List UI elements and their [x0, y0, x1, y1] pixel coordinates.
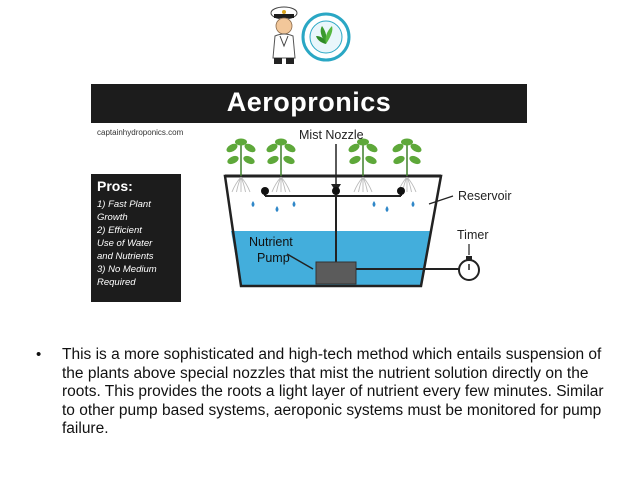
pros-box: Pros: 1) Fast Plant Growth 2) Efficient … — [91, 174, 181, 302]
diagram-title: Aeropronics — [226, 87, 392, 117]
pros-line: Required — [97, 277, 136, 288]
site-url: captainhydroponics.com — [97, 128, 184, 137]
pros-line: 2) Efficient — [97, 225, 142, 236]
pros-line: Use of Water — [97, 238, 153, 249]
pros-line: and Nutrients — [97, 251, 154, 262]
logo-graphic — [270, 6, 351, 64]
bullet-text: This is a more sophisticated and high-te… — [62, 346, 604, 437]
pros-list: 1) Fast Plant Growth 2) Efficient Use of… — [97, 198, 157, 289]
mist-drop — [251, 201, 255, 207]
pros-line: 1) Fast Plant — [97, 199, 151, 210]
bullet-point: • This is a more sophisticated and high-… — [36, 346, 611, 439]
mist-drops — [251, 201, 415, 212]
label-timer: Timer — [457, 228, 488, 242]
mist-drop — [292, 201, 296, 207]
pump — [315, 261, 357, 285]
aeroponics-diagram: Aeropronics captainhydroponics.com — [91, 84, 527, 302]
nutrient-water — [231, 231, 431, 286]
mist-drop — [275, 206, 279, 212]
mist-drop — [411, 201, 415, 207]
plant — [226, 138, 256, 193]
plant — [348, 138, 378, 193]
pros-title: Pros: — [97, 178, 133, 194]
bullet-icon: • — [36, 346, 42, 363]
mist-drop — [385, 206, 389, 212]
plants — [226, 138, 422, 193]
mist-drop — [372, 201, 376, 207]
pump-pointer — [286, 253, 314, 270]
pros-line: Growth — [97, 212, 128, 223]
reservoir-pointer — [428, 195, 454, 205]
captain-hydroponics-logo — [262, 4, 354, 70]
pros-line: 3) No Medium — [97, 264, 157, 275]
nozzle-center — [332, 187, 340, 195]
nozzle-right — [397, 187, 405, 195]
label-nutrient: Nutrient — [249, 235, 293, 249]
label-mist-nozzle: Mist Nozzle — [299, 128, 364, 142]
label-pump: Pump — [257, 251, 290, 265]
label-reservoir: Reservoir — [458, 189, 512, 203]
nozzle-left — [261, 187, 269, 195]
title-bar — [91, 84, 527, 123]
plant — [392, 138, 422, 193]
plant — [266, 138, 296, 193]
system-illustration: Mist Nozzle Reservoir Timer Nutrient Pum… — [223, 128, 512, 288]
